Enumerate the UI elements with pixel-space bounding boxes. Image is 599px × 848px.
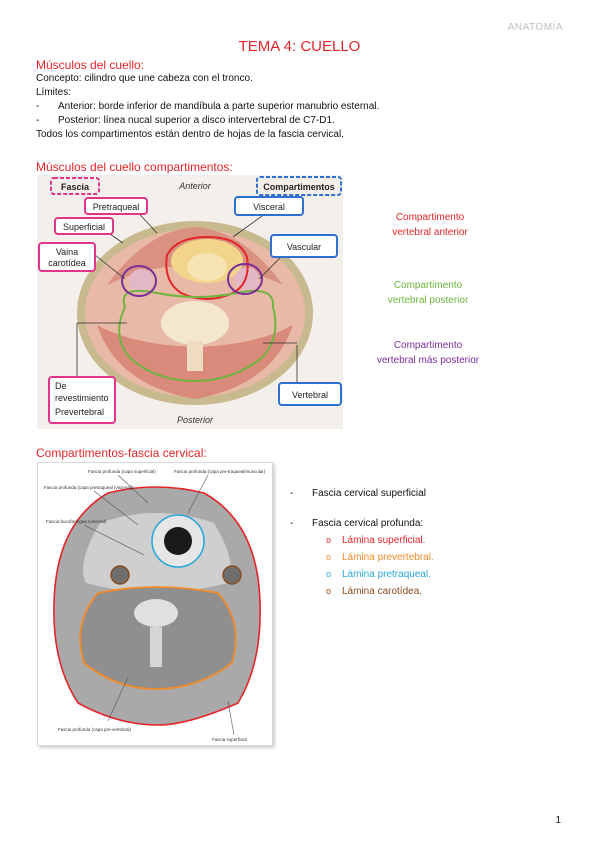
- section-heading-musculos: Músculos del cuello:: [36, 58, 145, 72]
- visceral-box: [234, 196, 304, 216]
- lamina-superficial: o Lámina superficial.: [290, 532, 434, 549]
- limits-label: Límites:: [36, 87, 72, 98]
- limit-text: Posterior: línea nucal superior a disco …: [58, 115, 335, 126]
- fascia-box: [50, 177, 100, 195]
- pretraqueal-box: [84, 197, 148, 215]
- section-heading-fascia: Compartimentos-fascia cervical:: [36, 446, 207, 460]
- lamina-text: Lámina pretraqueal.: [342, 569, 431, 580]
- fascia-label: Fascia: [61, 182, 90, 192]
- section-heading-compartimentos: Músculos del cuello compartimentos:: [36, 160, 233, 174]
- revestimiento-box: [48, 376, 116, 424]
- legend-purple-line2: vertebral más posterior: [376, 355, 480, 366]
- legend-red-line1: Compartimento: [395, 212, 465, 223]
- note-text: Todos los compartimentos están dentro de…: [36, 129, 344, 140]
- compartimentos-box: [256, 176, 342, 196]
- fascia-figure: Fascia profunda (capa superficial) Fasci…: [37, 462, 273, 746]
- dash-bullet: -: [36, 115, 40, 126]
- revest-label-line1: De: [55, 381, 67, 391]
- dash-bullet: -: [290, 488, 294, 499]
- red-compartment-outline: [165, 235, 249, 300]
- legend-red: Compartimento vertebral anterior: [360, 210, 500, 240]
- limit-item-anterior: - Anterior: borde inferior de mandíbula a…: [36, 100, 379, 114]
- figure-label-c: Fascia profunda (capa pretraqueal (visce…: [44, 485, 134, 490]
- lamina-pretraqueal: o Lámina pretraqueal.: [290, 566, 434, 583]
- revest-label-line2: revestimiento: [55, 393, 109, 403]
- fascia-diagram: Fascia profunda (capa superficial) Fasci…: [38, 463, 272, 745]
- vertebral-box: [278, 382, 342, 406]
- page-number: 1: [555, 815, 561, 826]
- fascia-list-item-profunda: - Fascia cervical profunda:: [290, 516, 434, 532]
- compartments-diagram: Fascia Pretraqueal Superficial Vaina car…: [37, 175, 343, 429]
- superficial-box: [54, 217, 114, 235]
- fascia-item-text: Fascia cervical superficial: [312, 488, 426, 499]
- compartments-figure: Fascia Pretraqueal Superficial Vaina car…: [37, 175, 343, 429]
- circle-bullet-icon: o: [326, 586, 332, 596]
- visceral-label: Visceral: [253, 202, 285, 212]
- header-tag: ANATOMÍA: [507, 22, 563, 33]
- purple-compartment-left: [121, 265, 157, 297]
- page-title: TEMA 4: CUELLO: [238, 38, 361, 55]
- purple-compartment-right: [227, 263, 263, 295]
- fascia-list-item-superficial: - Fascia cervical superficial: [290, 486, 434, 502]
- vaina-label-line2: carotídea: [48, 258, 86, 268]
- figure-label-a: Fascia profunda (capa superficial): [88, 469, 156, 474]
- vascular-box: [270, 234, 338, 258]
- vertebral-label: Vertebral: [292, 390, 328, 400]
- figure-label-f: Fascia superficial: [212, 737, 247, 742]
- compartimentos-label: Compartimentos: [263, 182, 335, 192]
- lamina-prevertebral: o Lámina prevertebral.: [290, 549, 434, 566]
- lamina-text: Lámina prevertebral.: [342, 552, 434, 563]
- legend-purple: Compartimento vertebral más posterior: [356, 338, 500, 368]
- revest-label-line3: Prevertebral: [55, 407, 104, 417]
- figure-label-e: Fascia profunda (capa pre-vertebral): [58, 727, 132, 732]
- green-compartment-outline: [118, 289, 277, 383]
- legend-red-line2: vertebral anterior: [392, 227, 468, 238]
- figure-label-b: Fascia profunda (capa pre-traqueal/muscu…: [174, 469, 266, 474]
- carotid-lamina-right: [222, 565, 242, 585]
- vascular-label: Vascular: [287, 242, 321, 252]
- lamina-text: Lámina superficial.: [342, 535, 426, 546]
- vaina-label-line1: Vaina: [56, 247, 78, 257]
- concept-text: Concepto: cilindro que une cabeza con el…: [36, 73, 253, 84]
- pretraqueal-label: Pretraqueal: [93, 202, 140, 212]
- lamina-text: Lámina carotídea.: [342, 586, 423, 597]
- lamina-carotidea: o Lámina carotídea.: [290, 583, 434, 600]
- posterior-label: Posterior: [177, 415, 214, 425]
- section1-body: Concepto: cilindro que une cabeza con el…: [36, 72, 379, 142]
- circle-bullet-icon: o: [326, 535, 332, 545]
- fascia-item-text: Fascia cervical profunda:: [312, 518, 424, 529]
- superficial-label: Superficial: [63, 222, 105, 232]
- fascia-list: - Fascia cervical superficial - Fascia cer…: [290, 486, 434, 600]
- limit-item-posterior: - Posterior: línea nucal superior a disco…: [36, 114, 379, 128]
- legend-green: Compartimento vertebral posterior: [358, 278, 498, 308]
- vaina-box: [38, 242, 96, 272]
- anterior-label: Anterior: [178, 181, 212, 191]
- dash-bullet: -: [36, 101, 40, 112]
- figure-label-d: Fascia bucofaríngea (visceral): [46, 519, 107, 524]
- dash-bullet: -: [290, 518, 294, 529]
- legend-green-line2: vertebral posterior: [387, 295, 469, 306]
- carotid-lamina-left: [110, 565, 130, 585]
- circle-bullet-icon: o: [326, 569, 332, 579]
- limit-text: Anterior: borde inferior de mandíbula a …: [58, 101, 380, 112]
- legend-green-line1: Compartimento: [393, 280, 463, 291]
- legend-purple-line1: Compartimento: [393, 340, 463, 351]
- circle-bullet-icon: o: [326, 552, 332, 562]
